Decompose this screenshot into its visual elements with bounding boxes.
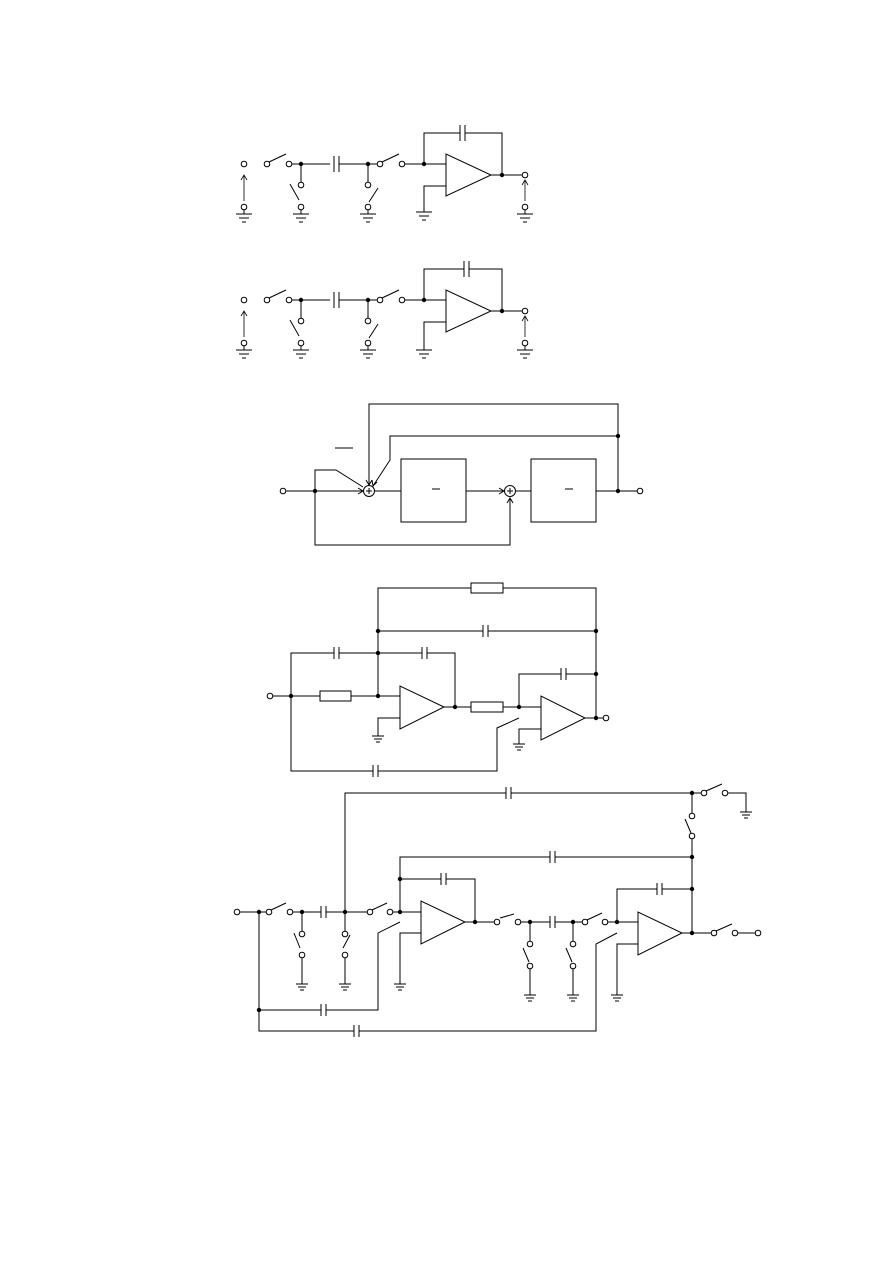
active-rc-biquad [266, 582, 610, 777]
sc-integrator-b [236, 261, 533, 359]
switched-capacitor-biquad [233, 783, 762, 1037]
biquad-block-diagram [279, 403, 644, 546]
sc-integrator-a [236, 125, 533, 223]
